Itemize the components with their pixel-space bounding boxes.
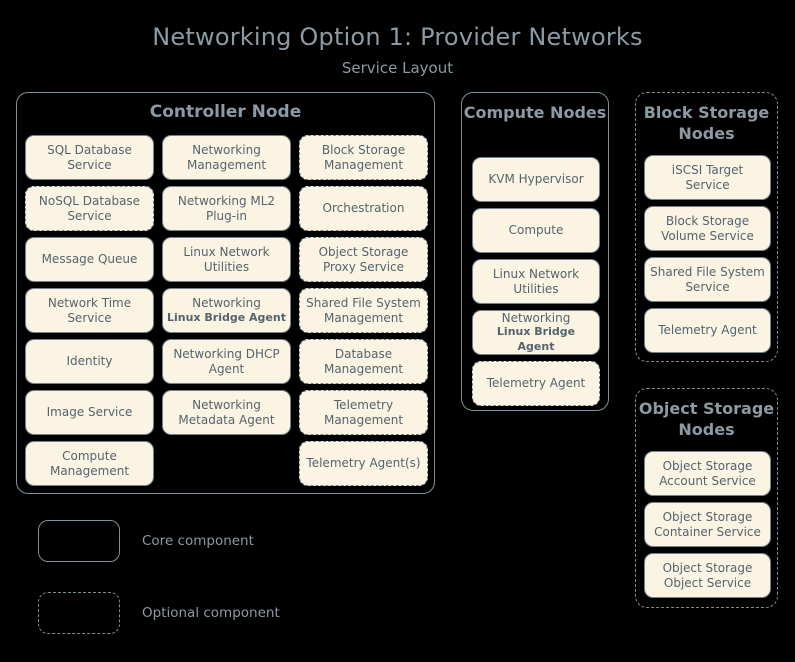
service-label: Networking: [501, 310, 571, 325]
service-box[interactable]: NoSQL Database Service: [25, 186, 154, 231]
service-box[interactable]: Block Storage Volume Service: [644, 206, 771, 251]
service-label: Linux Network Utilities: [183, 245, 270, 274]
service-label: Networking ML2 Plug-in: [177, 194, 276, 223]
legend-item-optional: Optional component: [38, 590, 280, 636]
service-box[interactable]: Shared File System Management: [299, 288, 428, 333]
service-sublabel: Linux Bridge Agent: [167, 310, 286, 324]
service-box[interactable]: KVM Hypervisor: [472, 157, 600, 202]
service-box[interactable]: Orchestration: [299, 186, 428, 231]
service-sublabel: Linux Bridge Agent: [496, 325, 576, 353]
service-label: Block Storage Volume Service: [661, 214, 754, 243]
service-box[interactable]: iSCSI Target Service: [644, 155, 771, 200]
service-box[interactable]: Object Storage Proxy Service: [299, 237, 428, 282]
service-label: Image Service: [46, 405, 133, 420]
legend: Core component Optional component: [38, 518, 280, 662]
service-label: Block Storage Management: [321, 143, 406, 172]
controller-node-title: Controller Node: [149, 102, 302, 122]
service-label: SQL Database Service: [47, 143, 132, 172]
page-title: Networking Option 1: Provider Networks: [152, 23, 643, 51]
service-box[interactable]: Identity: [25, 339, 154, 384]
service-box[interactable]: SQL Database Service: [25, 135, 154, 180]
service-box[interactable]: Networking Management: [162, 135, 291, 180]
grid-empty-cell: [162, 441, 291, 486]
service-box[interactable]: Block Storage Management: [299, 135, 428, 180]
service-box[interactable]: Telemetry Agent(s): [299, 441, 428, 486]
legend-swatch-solid: [38, 520, 120, 562]
service-box[interactable]: Object Storage Container Service: [644, 502, 771, 547]
block-storage-nodes-title: Block Storage Nodes: [643, 103, 770, 143]
legend-label-optional: Optional component: [142, 605, 280, 621]
service-label: Compute: [508, 223, 564, 238]
service-box[interactable]: Networking DHCP Agent: [162, 339, 291, 384]
service-label: Object Storage Object Service: [662, 561, 753, 590]
service-box[interactable]: Telemetry Management: [299, 390, 428, 435]
service-label: Shared File System Service: [650, 265, 765, 294]
service-label: Networking DHCP Agent: [173, 347, 280, 376]
service-label: Network Time Service: [47, 296, 132, 325]
service-label: Identity: [66, 354, 113, 369]
service-box[interactable]: Object Storage Account Service: [644, 451, 771, 496]
service-label: Telemetry Agent(s): [306, 456, 421, 471]
service-label: Message Queue: [41, 252, 138, 267]
service-label: Telemetry Agent: [486, 376, 586, 391]
object-storage-nodes-container: Object Storage Nodes Object Storage Acco…: [635, 388, 778, 608]
service-label: Linux Network Utilities: [492, 267, 580, 296]
service-box[interactable]: Linux Network Utilities: [472, 259, 600, 304]
service-box[interactable]: Image Service: [25, 390, 154, 435]
service-box[interactable]: Networking Metadata Agent: [162, 390, 291, 435]
service-box[interactable]: Telemetry Agent: [472, 361, 600, 406]
service-label: Telemetry Management: [323, 398, 404, 427]
service-box[interactable]: Compute: [472, 208, 600, 253]
service-label: Networking: [192, 296, 261, 310]
diagram-title-block: Networking Option 1: Provider Networks S…: [0, 22, 795, 78]
legend-item-core: Core component: [38, 518, 280, 564]
service-box[interactable]: Shared File System Service: [644, 257, 771, 302]
legend-swatch-dashed: [38, 592, 120, 634]
service-label: Database Management: [323, 347, 404, 376]
service-box[interactable]: Compute Management: [25, 441, 154, 486]
service-label: Networking Management: [186, 143, 267, 172]
service-box[interactable]: Message Queue: [25, 237, 154, 282]
service-label: KVM Hypervisor: [488, 172, 584, 187]
block-storage-nodes-container: Block Storage Nodes iSCSI Target Service…: [635, 92, 778, 362]
service-label: Object Storage Container Service: [654, 510, 761, 539]
service-label: Object Storage Proxy Service: [318, 245, 409, 274]
service-box[interactable]: Telemetry Agent: [644, 308, 771, 353]
controller-service-grid: SQL Database Service Networking Managemen…: [25, 135, 428, 486]
service-label: Telemetry Agent: [658, 323, 757, 338]
page-subtitle: Service Layout: [341, 59, 454, 77]
service-label: Compute Management: [49, 449, 130, 478]
legend-label-core: Core component: [142, 533, 254, 549]
service-box[interactable]: Database Management: [299, 339, 428, 384]
service-label: Shared File System Management: [306, 296, 421, 325]
service-box[interactable]: Networking ML2 Plug-in: [162, 186, 291, 231]
compute-nodes-title: Compute Nodes: [463, 103, 607, 122]
service-label: NoSQL Database Service: [38, 194, 141, 223]
object-storage-nodes-title: Object Storage Nodes: [638, 399, 775, 439]
service-label: Orchestration: [322, 201, 405, 216]
service-box[interactable]: Linux Network Utilities: [162, 237, 291, 282]
service-label: Object Storage Account Service: [659, 459, 756, 488]
service-box[interactable]: Network Time Service: [25, 288, 154, 333]
service-box[interactable]: Object Storage Object Service: [644, 553, 771, 598]
service-label: iSCSI Target Service: [671, 163, 744, 192]
service-label: Networking Metadata Agent: [178, 398, 275, 427]
